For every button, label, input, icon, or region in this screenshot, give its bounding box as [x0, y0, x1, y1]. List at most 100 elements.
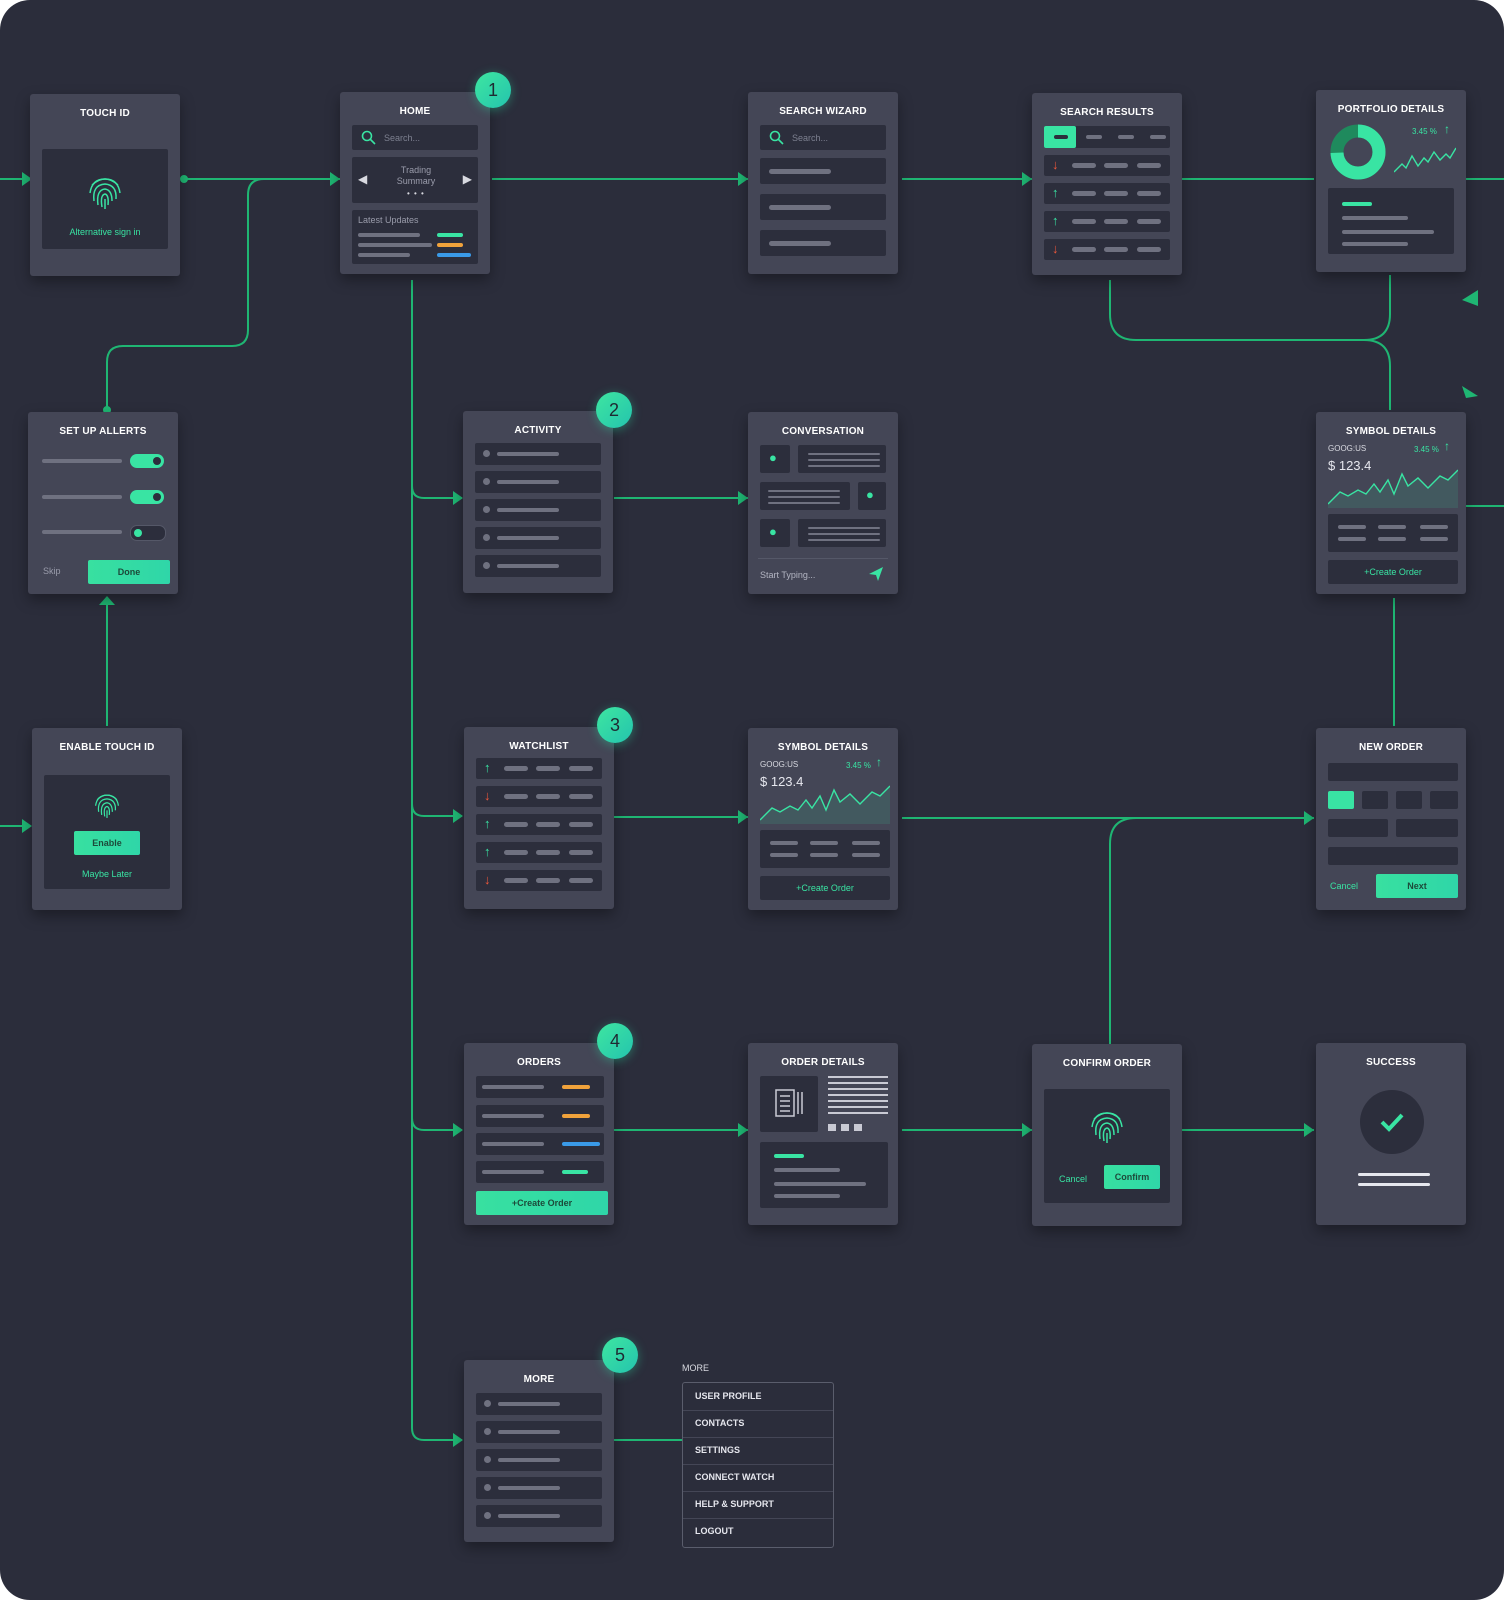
alternative-sign-in-link[interactable]: Alternative sign in [69, 227, 141, 237]
confirm-button[interactable]: Confirm [1104, 1165, 1160, 1189]
result-row[interactable]: ↑ [1044, 211, 1170, 232]
more-row[interactable] [476, 1505, 602, 1527]
tab-active[interactable] [1044, 126, 1076, 148]
screen-success[interactable]: SUCCESS [1316, 1043, 1466, 1225]
row-bar [497, 536, 559, 540]
activity-row[interactable] [475, 443, 601, 465]
activity-row[interactable] [475, 555, 601, 577]
row-bar [569, 850, 593, 855]
order-row[interactable] [476, 1161, 604, 1183]
arrow-right-icon[interactable]: ▶ [462, 172, 472, 186]
done-button[interactable]: Done [88, 560, 170, 584]
watchlist-row[interactable]: ↓ [476, 870, 602, 891]
create-order-button[interactable]: +Create Order [760, 876, 890, 900]
create-order-button[interactable]: +Create Order [1328, 560, 1458, 584]
result-row[interactable]: ↑ [1044, 183, 1170, 204]
screen-conversation[interactable]: CONVERSATION ● ● ● Start Typing... [748, 412, 898, 594]
menu-item-contacts[interactable]: CONTACTS [683, 1410, 833, 1438]
row-bar [1137, 163, 1161, 168]
alert-toggle-off[interactable] [130, 525, 166, 541]
result-row[interactable]: ↓ [1044, 155, 1170, 176]
screen-portfolio-details[interactable]: PORTFOLIO DETAILS 3.45 % ↑ [1316, 90, 1466, 272]
more-row[interactable] [476, 1421, 602, 1443]
activity-row[interactable] [475, 471, 601, 493]
order-field[interactable] [1328, 819, 1388, 837]
more-row[interactable] [476, 1393, 602, 1415]
search-input[interactable]: Search... [352, 125, 478, 150]
arrow-down-icon: ↓ [484, 872, 491, 887]
activity-row[interactable] [475, 527, 601, 549]
watchlist-row[interactable]: ↑ [476, 758, 602, 779]
cancel-button[interactable]: Cancel [1059, 1174, 1088, 1184]
enable-button[interactable]: Enable [74, 831, 140, 855]
skip-button[interactable]: Skip [43, 566, 61, 576]
screen-home[interactable]: HOME Search... ◀ Trading Summary • • • ▶… [340, 92, 490, 274]
search-filter-row[interactable] [760, 230, 886, 256]
order-type-option[interactable] [1396, 791, 1422, 809]
order-row[interactable] [476, 1076, 604, 1098]
order-row[interactable] [476, 1105, 604, 1127]
message-input[interactable]: Start Typing... [760, 570, 816, 580]
alert-toggle-on[interactable] [130, 454, 164, 468]
screen-enable-touch-id[interactable]: ENABLE TOUCH ID Enable Maybe Later [32, 728, 182, 910]
cancel-button[interactable]: Cancel [1330, 881, 1359, 891]
order-field[interactable] [1396, 819, 1458, 837]
order-type-selected[interactable] [1328, 791, 1354, 809]
screen-new-order[interactable]: NEW ORDER Cancel Next [1316, 728, 1466, 910]
summary-bar [1342, 230, 1434, 234]
order-type-option[interactable] [1362, 791, 1388, 809]
alert-toggle-on[interactable] [130, 490, 164, 504]
activity-row[interactable] [475, 499, 601, 521]
screen-orders[interactable]: ORDERS +Create Order [464, 1043, 614, 1225]
screen-search-wizard[interactable]: SEARCH WIZARD Search... [748, 92, 898, 274]
screen-confirm-order[interactable]: CONFIRM ORDER Cancel Confirm [1032, 1044, 1182, 1226]
screen-search-results[interactable]: SEARCH RESULTS ↓↑↑↓ [1032, 93, 1182, 275]
next-button[interactable]: Next [1376, 874, 1458, 898]
menu-item-user-profile[interactable]: USER PROFILE [683, 1383, 833, 1411]
create-order-button[interactable]: +Create Order [476, 1191, 608, 1215]
screen-more[interactable]: MORE [464, 1360, 614, 1542]
screen-activity[interactable]: ACTIVITY [463, 411, 613, 593]
order-row[interactable] [476, 1133, 604, 1155]
menu-item-help-support[interactable]: HELP & SUPPORT [683, 1491, 833, 1519]
tab[interactable] [1086, 135, 1102, 139]
screen-set-up-alerts[interactable]: SET UP ALLERTS Skip Done [28, 412, 178, 594]
order-field[interactable] [1328, 847, 1458, 865]
watchlist-row[interactable]: ↑ [476, 814, 602, 835]
menu-item-connect-watch[interactable]: CONNECT WATCH [683, 1464, 833, 1492]
menu-item-logout[interactable]: LOGOUT [695, 1526, 734, 1536]
order-bar [482, 1142, 544, 1146]
divider [758, 558, 888, 559]
trading-summary-carousel[interactable]: ◀ Trading Summary • • • ▶ [352, 157, 478, 203]
message-bubble [798, 445, 886, 473]
screen-touch-id[interactable]: TOUCH ID Alternative sign in [30, 94, 180, 276]
screen-order-details[interactable]: ORDER DETAILS [748, 1043, 898, 1225]
tab[interactable] [1118, 135, 1134, 139]
arrowhead [738, 810, 748, 824]
send-icon[interactable] [868, 566, 884, 582]
row-bar [497, 480, 559, 484]
more-row[interactable] [476, 1477, 602, 1499]
order-type-option[interactable] [1430, 791, 1458, 809]
screen-watchlist[interactable]: WATCHLIST ↑↓↑↑↓ [464, 727, 614, 909]
search-input[interactable]: Search... [760, 125, 886, 150]
screen-symbol-details-top[interactable]: SYMBOL DETAILS GOOG:US 3.45 % ↑ $ 123.4 … [1316, 412, 1466, 594]
portfolio-summary [1328, 188, 1454, 254]
screen-symbol-details-mid[interactable]: SYMBOL DETAILS GOOG:US 3.45 % ↑ $ 123.4 … [748, 728, 898, 910]
screen-title: SYMBOL DETAILS [777, 742, 869, 753]
more-row[interactable] [476, 1449, 602, 1471]
results-tabs[interactable] [1044, 126, 1170, 148]
maybe-later-link[interactable]: Maybe Later [81, 869, 133, 879]
tab[interactable] [1150, 135, 1166, 139]
order-field[interactable] [1328, 763, 1458, 781]
arrowhead [1304, 1123, 1314, 1137]
arrow-left-icon[interactable]: ◀ [358, 172, 368, 186]
arrowhead [453, 1433, 463, 1447]
watchlist-row[interactable]: ↑ [476, 842, 602, 863]
search-filter-row[interactable] [760, 194, 886, 220]
search-filter-row[interactable] [760, 158, 886, 184]
watchlist-row[interactable]: ↓ [476, 786, 602, 807]
result-row[interactable]: ↓ [1044, 239, 1170, 260]
summary-bar [1342, 216, 1408, 220]
menu-item-settings[interactable]: SETTINGS [683, 1437, 833, 1465]
